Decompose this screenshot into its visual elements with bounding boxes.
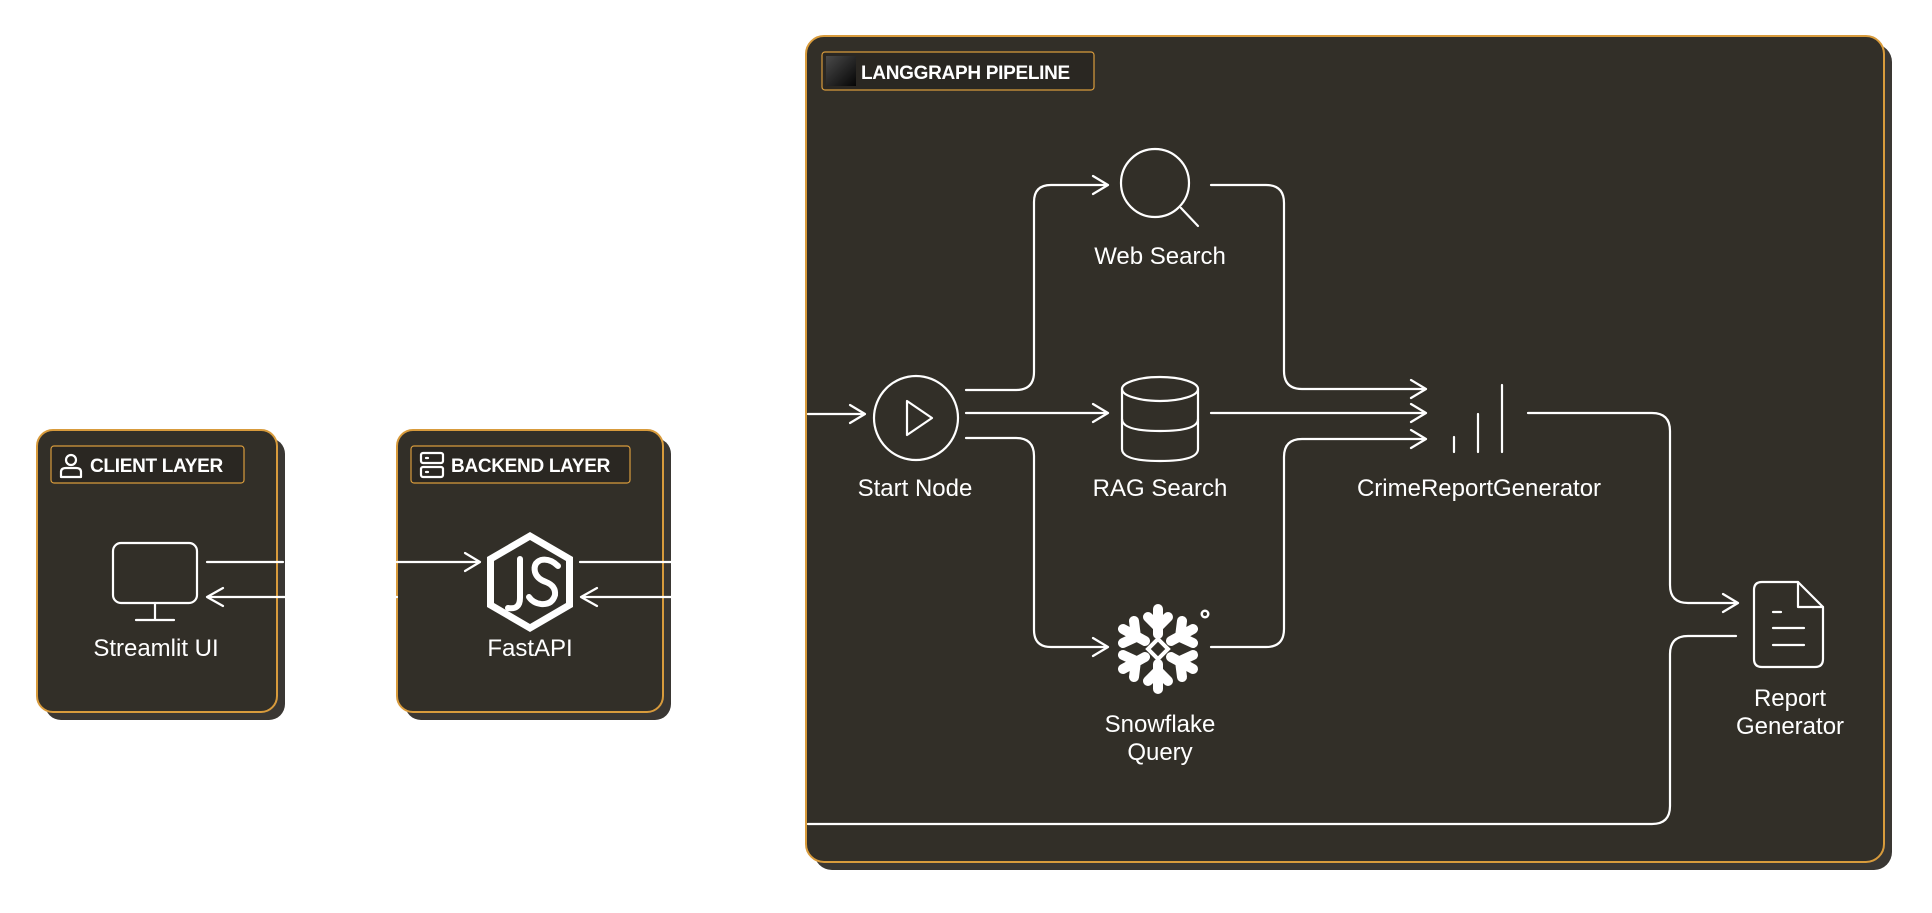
bar-chart-icon — [1452, 383, 1504, 454]
document-icon — [1752, 580, 1825, 669]
web-search-label: Web Search — [1094, 243, 1226, 270]
connectors — [205, 174, 1740, 826]
pipeline-badge: LANGGRAPH PIPELINE — [821, 51, 1095, 91]
server-icon — [419, 451, 445, 479]
snowflake-node[interactable]: Snowflake Query — [1105, 604, 1216, 766]
langgraph-pipeline-panel: LANGGRAPH PIPELINE — [805, 35, 1892, 870]
report-generator-label-line2: Generator — [1736, 713, 1844, 740]
pipeline-to-backend-arrow — [579, 586, 673, 608]
crime-report-generator-label: CrimeReportGenerator — [1357, 475, 1601, 502]
snowflake-label-line1: Snowflake — [1105, 711, 1216, 738]
streamlit-ui-node[interactable]: Streamlit UI — [93, 541, 219, 662]
black-square-icon — [826, 56, 856, 86]
database-icon — [1120, 375, 1200, 463]
user-icon — [59, 453, 83, 479]
web-search-node[interactable]: Web Search — [1094, 147, 1226, 270]
report-generator-label-line1: Report — [1754, 685, 1826, 712]
streamlit-ui-label: Streamlit UI — [93, 635, 218, 662]
fastapi-node[interactable]: FastAPI — [487, 532, 573, 662]
nodejs-hexagon-icon — [487, 532, 573, 632]
play-circle-icon — [872, 374, 960, 462]
pipeline-title: LANGGRAPH PIPELINE — [861, 63, 1070, 84]
snowflake-to-crime-report-arrow — [1209, 428, 1428, 649]
start-node[interactable]: Start Node — [858, 374, 973, 502]
rag-search-to-crime-report-arrow — [1209, 402, 1428, 424]
start-to-web-search-arrow — [964, 174, 1110, 392]
monitor-icon — [111, 541, 199, 622]
client-layer-badge: CLIENT LAYER — [50, 445, 245, 484]
magnifier-icon — [1119, 147, 1200, 228]
snowflake-label-line2: Query — [1127, 739, 1192, 766]
backend-layer-panel: BACKEND LAYER FastAPI — [396, 429, 671, 720]
fastapi-label: FastAPI — [487, 635, 572, 662]
report-generator-node[interactable]: Report Generator — [1736, 580, 1844, 740]
snowflake-logo-icon — [1118, 604, 1210, 694]
start-node-label: Start Node — [858, 475, 973, 502]
crime-report-to-report-generator-arrow — [1526, 411, 1740, 614]
crime-report-generator-node[interactable]: CrimeReportGenerator — [1357, 383, 1601, 502]
start-to-snowflake-arrow — [964, 436, 1110, 658]
client-layer-panel: CLIENT LAYER Streamlit UI — [36, 429, 285, 720]
web-search-to-crime-report-arrow — [1209, 183, 1428, 400]
client-layer-title: CLIENT LAYER — [90, 456, 224, 477]
report-generator-return-line — [806, 634, 1738, 826]
start-to-rag-search-arrow — [964, 402, 1110, 424]
rag-search-label: RAG Search — [1093, 475, 1228, 502]
backend-layer-title: BACKEND LAYER — [451, 456, 611, 477]
rag-search-node[interactable]: RAG Search — [1093, 375, 1228, 502]
backend-layer-badge: BACKEND LAYER — [410, 445, 631, 484]
entry-to-start-arrow — [806, 403, 867, 425]
